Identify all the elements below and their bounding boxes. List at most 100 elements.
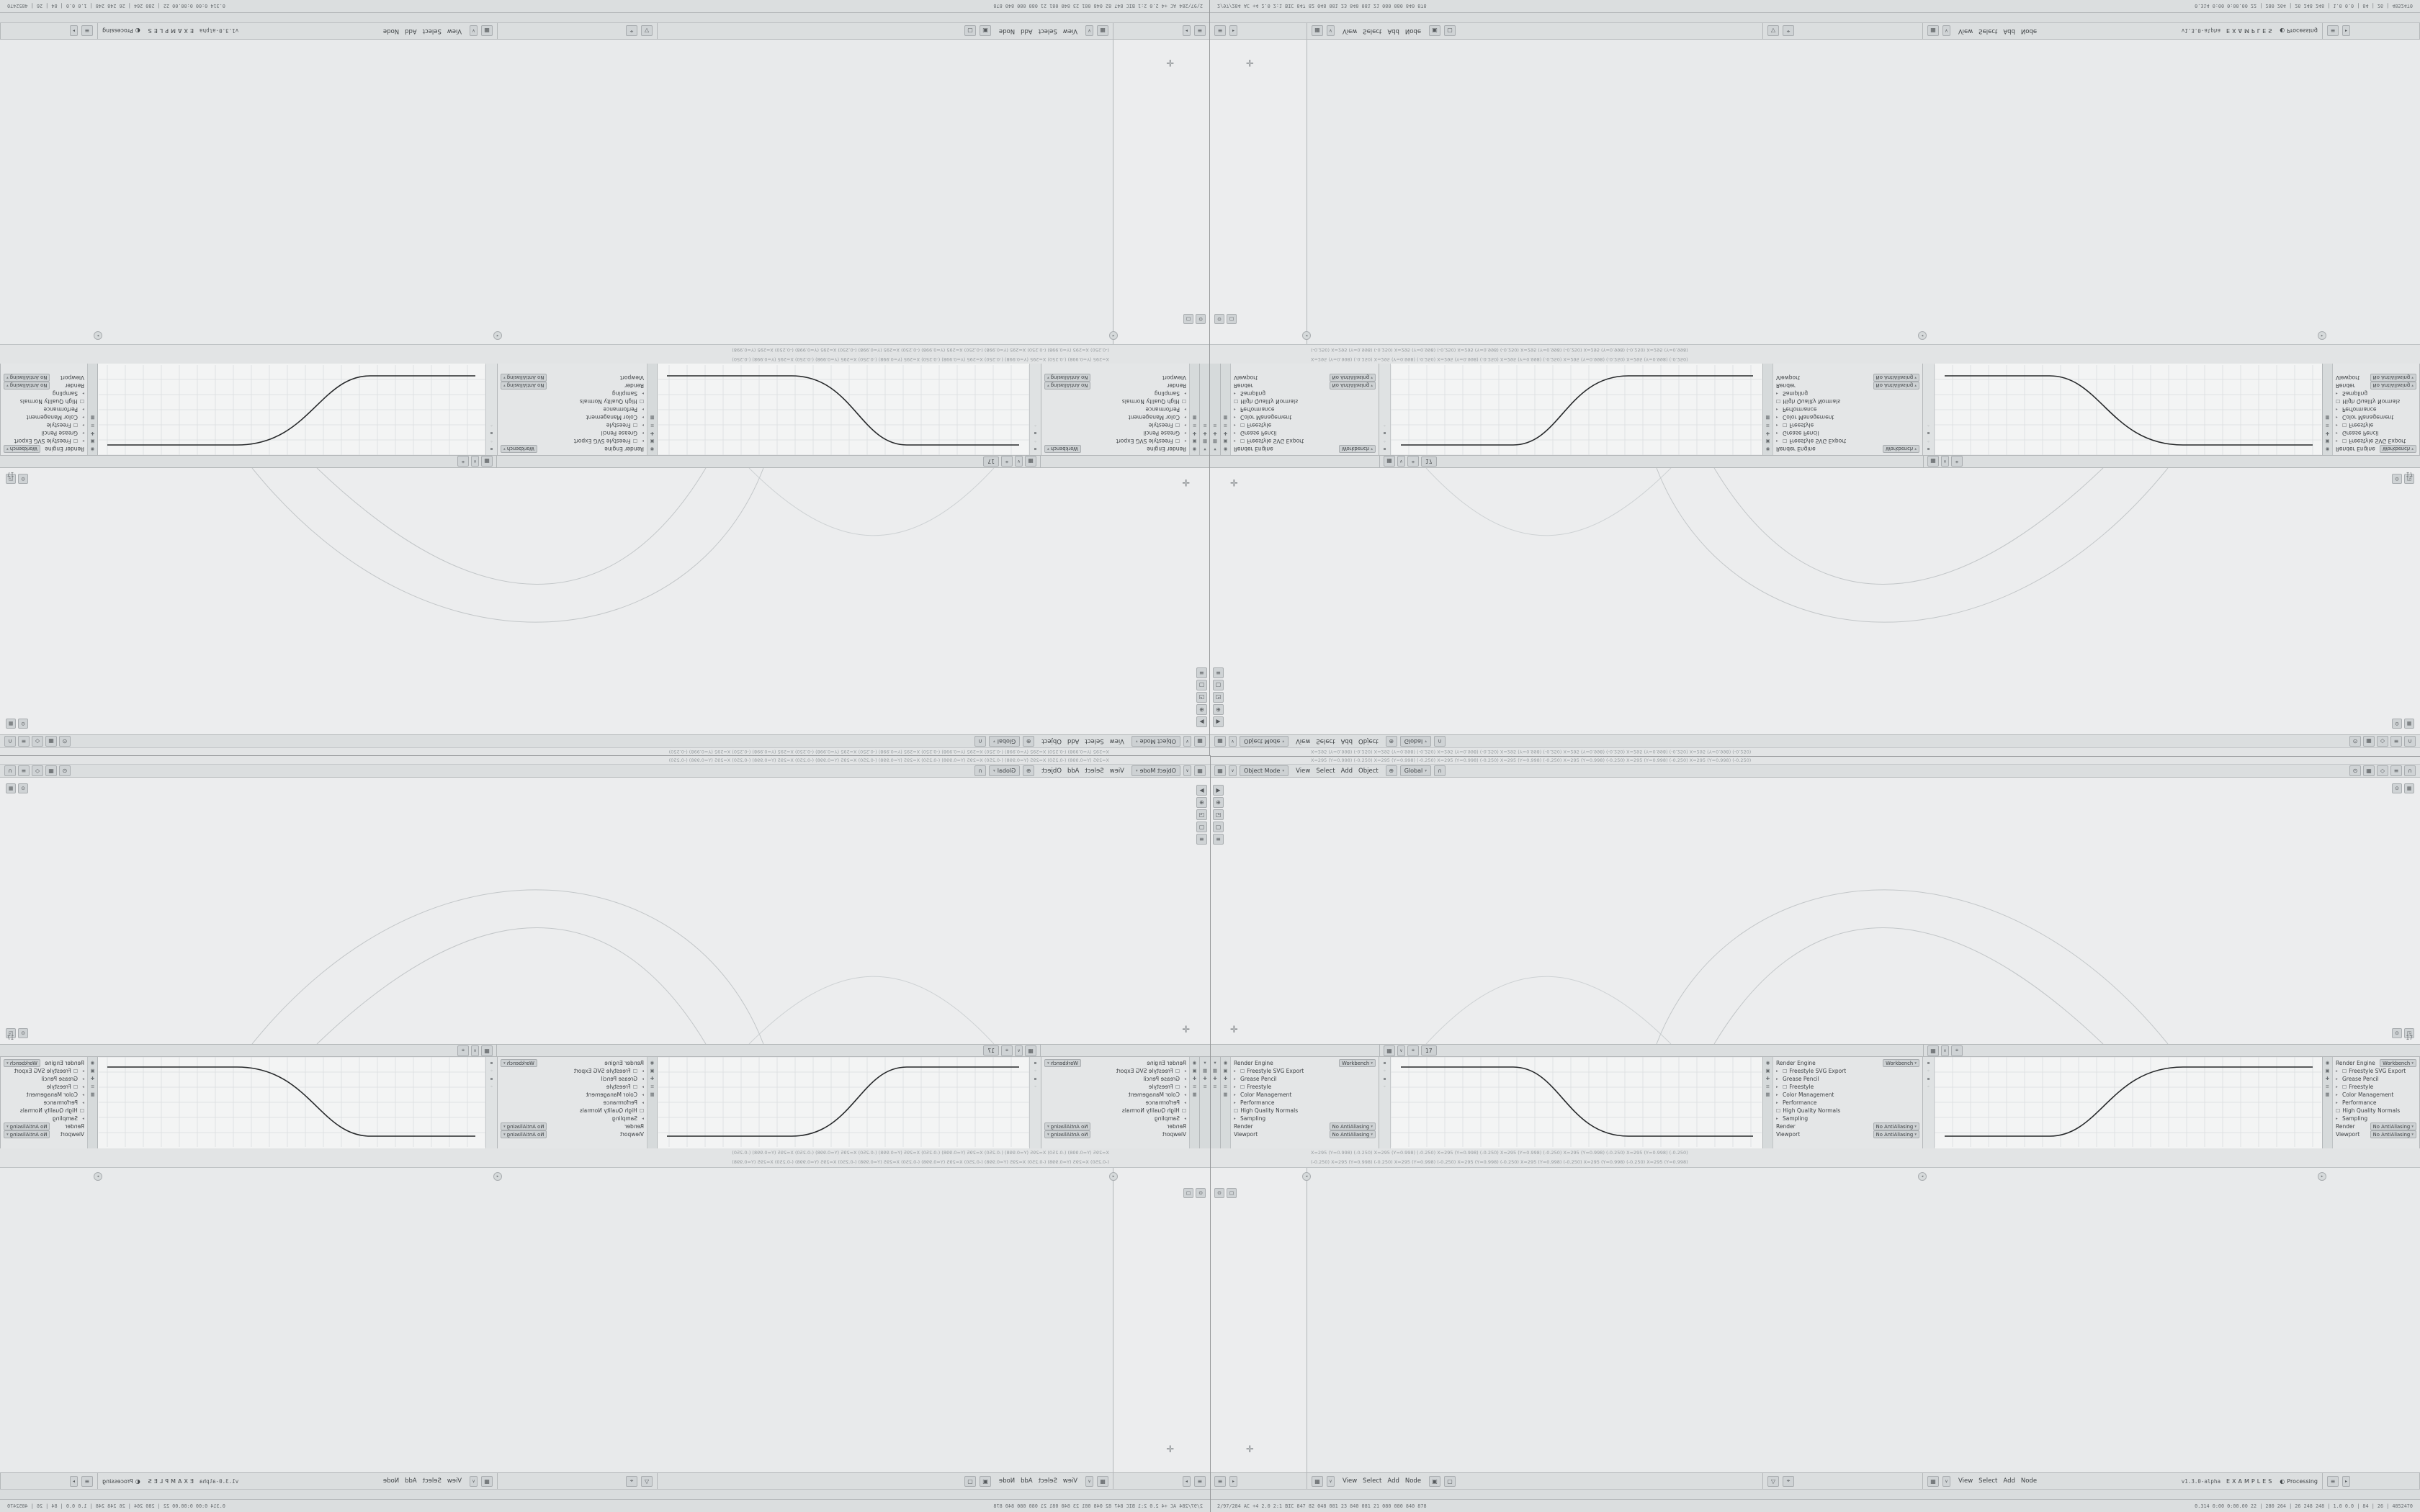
overlay-icon[interactable]: ⊙: [1214, 314, 1224, 324]
graph-strip-icon[interactable]: ◦: [490, 423, 493, 428]
expander-icon[interactable]: ▸: [1776, 1076, 1778, 1081]
chevron-down-icon[interactable]: ∨: [470, 1475, 478, 1487]
menu-icon[interactable]: ≡: [2327, 25, 2339, 37]
menu-item-add[interactable]: Add: [1067, 737, 1080, 745]
graph-strip-icon[interactable]: ▪: [490, 1061, 493, 1066]
editor-type-icon[interactable]: ▦: [1097, 1475, 1108, 1487]
overlay-icon[interactable]: ▦: [6, 783, 16, 793]
expander-icon[interactable]: ▸: [82, 415, 84, 420]
tool-icon[interactable]: ◳: [1196, 809, 1207, 820]
strip-icon[interactable]: ✚: [1213, 1076, 1217, 1081]
editor-type-icon[interactable]: ▦: [1384, 1045, 1395, 1056]
expander-icon[interactable]: ▸: [2336, 407, 2338, 412]
property-value-select[interactable]: No AntiAliasing▾: [1873, 1122, 1919, 1130]
strip-icon[interactable]: ≡: [1213, 1084, 1217, 1089]
search-icon[interactable]: ⌖: [457, 456, 469, 467]
graph-a-canvas[interactable]: [1390, 1056, 1762, 1148]
menu-item-object[interactable]: Object: [1041, 767, 1062, 775]
properties-tab-icon[interactable]: ◉: [650, 446, 655, 452]
graph-editor-a[interactable]: ▪◦▪◦: [657, 364, 1041, 456]
properties-tab-icon[interactable]: ≡: [90, 423, 95, 428]
header-icon[interactable]: ≡: [18, 736, 30, 747]
header-icon[interactable]: ◇: [32, 765, 43, 776]
panel-toggle-icon[interactable]: ◂: [1109, 331, 1118, 340]
overlay-icon[interactable]: ⊙: [2392, 783, 2402, 793]
expander-icon[interactable]: ▸: [82, 1116, 84, 1121]
properties-tab-icon[interactable]: ◉: [1223, 1060, 1228, 1066]
property-value-select[interactable]: No AntiAliasing▾: [1329, 382, 1376, 390]
editor-type-icon[interactable]: ▦: [1312, 25, 1323, 37]
chevron-down-icon[interactable]: ∨: [1397, 1045, 1405, 1056]
properties-tab-icon[interactable]: ▦: [2325, 415, 2330, 420]
property-value-select[interactable]: No AntiAliasing▾: [1329, 1122, 1376, 1130]
expander-icon[interactable]: ▸: [642, 1116, 644, 1121]
graph-b-canvas[interactable]: [98, 364, 486, 456]
expander-icon[interactable]: ▸: [642, 431, 644, 436]
property-value-select[interactable]: No AntiAliasing▾: [2370, 374, 2416, 382]
overlay-icon[interactable]: ▢: [1227, 1188, 1237, 1198]
tool-icon[interactable]: ▢: [1196, 822, 1207, 832]
menu-icon[interactable]: ≡: [1214, 1475, 1226, 1487]
properties-tab-icon[interactable]: ▣: [650, 1068, 655, 1074]
menu-item-select[interactable]: Select: [1085, 767, 1104, 775]
graph-strip-icon[interactable]: ◦: [1034, 1068, 1037, 1074]
properties-tab-icon[interactable]: ▣: [650, 438, 655, 444]
viewport-3d[interactable]: ▶⊕◳▢≡ ✛ ⊙▦ ⊙◳ 17: [1210, 468, 2420, 734]
menu-item-add[interactable]: Add: [1021, 27, 1033, 35]
property-value-select[interactable]: No AntiAliasing▾: [1044, 1122, 1091, 1130]
chevron-icon[interactable]: ▸: [1183, 1475, 1191, 1487]
expander-icon[interactable]: ▸: [2336, 1092, 2338, 1097]
menu-item-view[interactable]: View: [447, 27, 462, 35]
graph-strip-icon[interactable]: ▪: [1927, 1076, 1930, 1081]
expander-icon[interactable]: ▸: [1234, 1076, 1236, 1081]
search-icon[interactable]: ⌖: [1407, 456, 1419, 467]
panel-toggle-icon[interactable]: ▸: [2318, 1172, 2326, 1181]
graph-strip-icon[interactable]: ▪: [1383, 1076, 1386, 1081]
strip-icon[interactable]: ▾: [1204, 446, 1206, 452]
expander-icon[interactable]: ▸: [1776, 438, 1778, 444]
menu-icon[interactable]: ≡: [2327, 1475, 2339, 1487]
properties-tab-icon[interactable]: ≡: [1192, 423, 1197, 428]
chevron-down-icon[interactable]: ∨: [1085, 25, 1093, 37]
header-icon[interactable]: ≡: [18, 765, 30, 776]
expander-icon[interactable]: ▸: [1234, 391, 1236, 396]
properties-tab-icon[interactable]: ▦: [1223, 1092, 1228, 1097]
strip-icon[interactable]: ▾: [1214, 1060, 1216, 1066]
properties-tab-icon[interactable]: ◉: [650, 1060, 655, 1066]
checkbox-icon[interactable]: ☐: [73, 422, 78, 428]
checkbox-icon[interactable]: ☐: [639, 398, 644, 405]
graph-strip-icon[interactable]: ▪: [1383, 431, 1386, 436]
properties-tab-icon[interactable]: ≡: [1765, 423, 1770, 428]
tool-icon[interactable]: ▶: [1196, 716, 1207, 727]
chevron-down-icon[interactable]: ∨: [1941, 456, 1949, 467]
mode-select[interactable]: Object Mode ▾: [1131, 765, 1180, 776]
menu-item-object[interactable]: Object: [1358, 737, 1379, 745]
graph-strip-icon[interactable]: ▪: [1927, 1061, 1930, 1066]
editor-type-icon[interactable]: ▦: [481, 1045, 493, 1056]
property-value-select[interactable]: No AntiAliasing▾: [1044, 382, 1091, 390]
expander-icon[interactable]: ▸: [642, 438, 644, 444]
menu-item-add[interactable]: Add: [1067, 767, 1080, 775]
expander-icon[interactable]: ▸: [1776, 1092, 1778, 1097]
menu-item-add[interactable]: Add: [2003, 27, 2015, 35]
menu-item-select[interactable]: Select: [1038, 27, 1057, 35]
examples-menu[interactable]: EXAMPLES: [2226, 1477, 2275, 1485]
menu-item-node[interactable]: Node: [1404, 1477, 1422, 1485]
expander-icon[interactable]: ▸: [1184, 407, 1186, 412]
graph-strip-icon[interactable]: ◦: [490, 1084, 493, 1089]
checkbox-icon[interactable]: ☐: [632, 422, 637, 428]
mode-select[interactable]: Object Mode ▾: [1240, 765, 1289, 776]
properties-tab-icon[interactable]: ▣: [1765, 438, 1770, 444]
header-icon[interactable]: ∩: [2404, 736, 2416, 747]
expander-icon[interactable]: ▸: [1184, 1092, 1186, 1097]
properties-tab-icon[interactable]: ✚: [2325, 1076, 2330, 1081]
checkbox-icon[interactable]: ☐: [2342, 1068, 2347, 1074]
chevron-icon[interactable]: ▸: [2342, 1475, 2350, 1487]
properties-tab-icon[interactable]: ▣: [90, 1068, 95, 1074]
panel-toggle-icon[interactable]: ◂: [1918, 331, 1927, 340]
expander-icon[interactable]: ▸: [642, 407, 644, 412]
properties-tab-icon[interactable]: ▣: [2325, 1068, 2330, 1074]
expander-icon[interactable]: ▸: [82, 391, 84, 396]
graph-strip-icon[interactable]: ◦: [1034, 423, 1037, 428]
overlay-icon[interactable]: ⊙: [1196, 1188, 1206, 1198]
